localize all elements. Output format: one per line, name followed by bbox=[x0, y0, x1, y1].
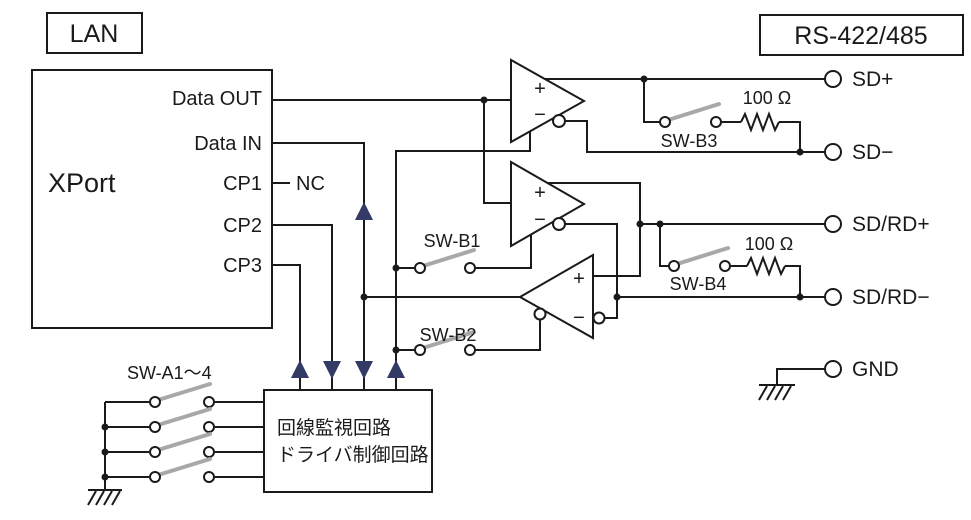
receiver-enable-bubble bbox=[533, 307, 547, 321]
driver1-minus: − bbox=[534, 104, 546, 126]
wires bbox=[104, 78, 825, 490]
driver1-inversion-bubble bbox=[552, 114, 566, 128]
sw-a-group-label: SW-A1～4 bbox=[127, 363, 212, 383]
terminal-label-sd-plus: SD+ bbox=[852, 68, 893, 91]
wire-driver2-minus-out bbox=[565, 223, 618, 319]
terminal-sd-minus bbox=[824, 143, 842, 161]
arrow-up-cp3 bbox=[291, 360, 309, 378]
xport-box bbox=[31, 69, 273, 329]
arrow-down-cp2 bbox=[323, 361, 341, 379]
driver2-minus: − bbox=[534, 209, 546, 231]
sw-b1-label: SW-B1 bbox=[424, 231, 481, 251]
resistor-r2 bbox=[746, 255, 786, 277]
control-box-line2: ドライバ制御回路 bbox=[277, 444, 429, 466]
ground-symbol-right bbox=[758, 384, 795, 401]
sw-b3-label: SW-B3 bbox=[661, 131, 718, 151]
terminal-label-sd-minus: SD− bbox=[852, 141, 893, 164]
wire-r2-to-sdrdminus bbox=[785, 265, 801, 297]
switch-sw-b1 bbox=[414, 248, 476, 274]
signal-arrows bbox=[291, 202, 405, 379]
arrow-up-enable bbox=[387, 360, 405, 378]
sw-b4-blade bbox=[675, 246, 730, 266]
driver2-plus: + bbox=[534, 182, 546, 204]
rs422-label: RS-422/485 bbox=[794, 22, 927, 50]
receiver-minus: − bbox=[573, 307, 585, 329]
control-box bbox=[263, 389, 433, 493]
wire-sd-minus bbox=[565, 120, 825, 153]
rs422-badge-box bbox=[759, 14, 964, 56]
wire-driver2-input bbox=[483, 100, 511, 204]
wire-swb1-right bbox=[476, 235, 532, 269]
terminal-gnd bbox=[824, 360, 842, 378]
terminal-sdrd-minus bbox=[824, 288, 842, 306]
lan-badge-box bbox=[46, 12, 143, 54]
pin-label-data-out: Data OUT bbox=[172, 88, 262, 110]
pin-label-data-in: Data IN bbox=[194, 133, 262, 155]
switch-sw-b3 bbox=[659, 102, 722, 128]
receiver-plus: + bbox=[573, 268, 585, 290]
ground-symbol-left bbox=[87, 489, 122, 506]
wire-gnd bbox=[776, 368, 825, 385]
arrow-down-monitor bbox=[355, 361, 373, 379]
terminals bbox=[824, 70, 842, 378]
receiver-symbol bbox=[517, 253, 606, 340]
terminal-label-gnd: GND bbox=[852, 358, 899, 381]
driver2-symbol bbox=[510, 160, 587, 248]
wire-r1-to-sdminus bbox=[779, 121, 801, 152]
resistor-r1 bbox=[740, 111, 780, 133]
terminal-label-sdrd-minus: SD/RD− bbox=[852, 286, 930, 309]
nc-label: NC bbox=[296, 173, 325, 195]
terminal-sd-plus bbox=[824, 70, 842, 88]
junction-dots bbox=[101, 75, 804, 481]
lan-label: LAN bbox=[70, 20, 119, 48]
receiver-minus-bubble bbox=[592, 311, 606, 325]
switch-sw-b4 bbox=[668, 246, 731, 272]
wire-swb3-branch bbox=[643, 79, 660, 123]
pin-label-cp2: CP2 bbox=[223, 215, 262, 237]
terminal-label-sdrd-plus: SD/RD+ bbox=[852, 213, 930, 236]
wire-swb2-right bbox=[476, 320, 541, 351]
driver1-symbol bbox=[510, 58, 587, 144]
wire-data-in bbox=[272, 142, 365, 390]
resistor-label-r2: 100 Ω bbox=[745, 234, 794, 254]
wire-cp2 bbox=[272, 224, 333, 390]
sw-b3-blade bbox=[666, 102, 721, 122]
sw-b2-blade bbox=[421, 330, 476, 350]
pin-label-cp3: CP3 bbox=[223, 255, 262, 277]
sw-b1-blade bbox=[421, 248, 476, 268]
wire-cp3 bbox=[272, 264, 301, 390]
xport-title: XPort bbox=[48, 168, 116, 198]
wire-swb4-branch bbox=[659, 224, 669, 267]
switch-sw-b2 bbox=[414, 330, 476, 356]
control-box-line1: 回線監視回路 bbox=[277, 417, 391, 439]
arrow-up-data-in bbox=[355, 202, 373, 220]
driver2-inversion-bubble bbox=[552, 217, 566, 231]
sw-b2-label: SW-B2 bbox=[420, 325, 477, 345]
switch-bank-sw-a bbox=[149, 382, 215, 483]
resistor-label-r1: 100 Ω bbox=[743, 88, 792, 108]
sw-b4-label: SW-B4 bbox=[670, 274, 727, 294]
terminal-sdrd-plus bbox=[824, 215, 842, 233]
driver1-plus: + bbox=[534, 78, 546, 100]
pin-label-cp1: CP1 bbox=[223, 173, 262, 195]
